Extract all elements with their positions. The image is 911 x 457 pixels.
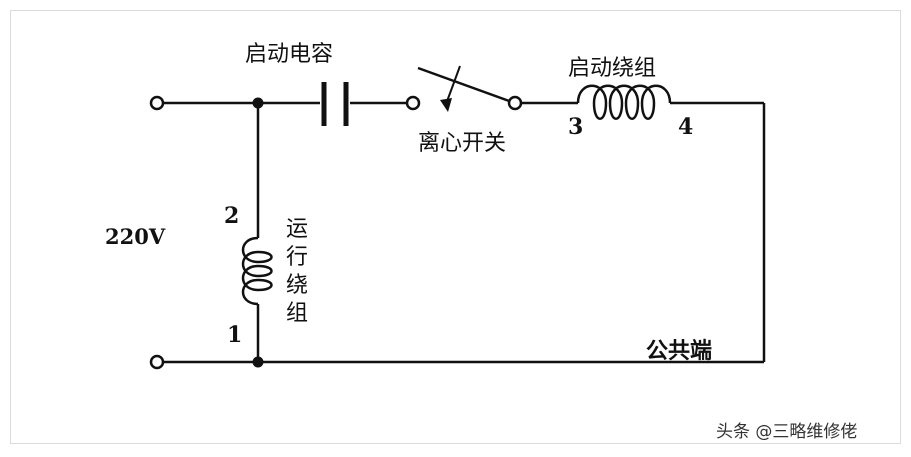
switch-arrow-head [440, 98, 452, 112]
run-winding-coil [241, 236, 273, 306]
switch-blade [417, 66, 513, 104]
run-winding-label: 运 行 绕 组 [285, 216, 309, 328]
terminal-top-left [149, 95, 165, 111]
junction-top [252, 97, 264, 109]
run-winding-char-4: 组 [285, 301, 308, 326]
terminal-bottom-left [149, 354, 165, 370]
start-winding-coil [576, 84, 672, 120]
run-winding-char-3: 绕 [285, 273, 308, 298]
common-terminal-label: 公共端 [646, 339, 713, 364]
switch-terminal-left [405, 95, 421, 111]
centrifugal-switch-label: 离心开关 [418, 131, 507, 156]
watermark: 头条 @三略维修佬 [716, 422, 858, 442]
start-winding-label: 启动绕组 [568, 56, 657, 81]
terminal-3-label: 3 [568, 114, 584, 140]
switch-terminal-right [507, 95, 523, 111]
run-winding-char-1: 运 [285, 217, 308, 242]
junction-bottom [252, 356, 264, 368]
terminal-4-label: 4 [678, 114, 694, 140]
terminal-1-label: 1 [227, 322, 243, 348]
start-capacitor-label: 启动电容 [245, 42, 334, 67]
switch-rotation-arrow [445, 65, 461, 105]
terminal-2-label: 2 [224, 203, 240, 229]
run-winding-char-2: 行 [285, 245, 308, 270]
supply-voltage-label: 220V [105, 224, 166, 249]
